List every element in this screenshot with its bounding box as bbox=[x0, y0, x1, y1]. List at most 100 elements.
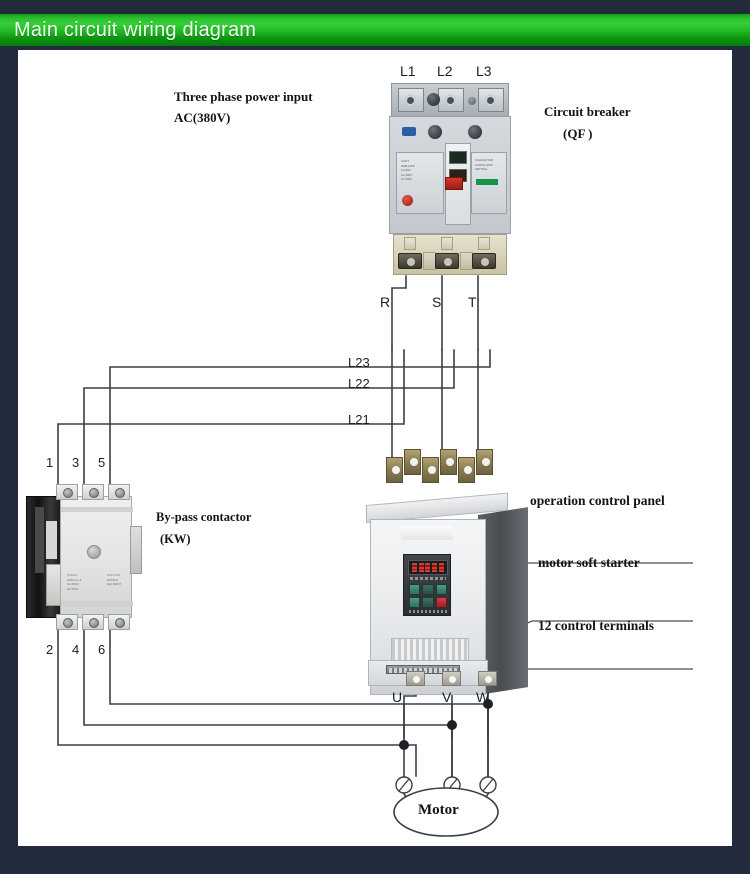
starter-lug-r-a bbox=[386, 457, 403, 483]
label-motor-soft-starter: motor soft starter bbox=[538, 555, 640, 570]
breaker-stud-2 bbox=[468, 97, 476, 105]
display-digit-3 bbox=[425, 563, 431, 572]
contactor-terminal-1 bbox=[56, 484, 78, 500]
bus-label-l21: L21 bbox=[348, 412, 370, 427]
starter-lug-t-a bbox=[458, 457, 475, 483]
contactor-coil-slot bbox=[35, 507, 44, 573]
contactor-screw-6 bbox=[115, 618, 125, 628]
contactor-screw-5 bbox=[115, 488, 125, 498]
starter-led-display bbox=[408, 560, 448, 575]
page-title: Main circuit wiring diagram bbox=[14, 19, 257, 41]
terminal-label-w: W bbox=[476, 689, 490, 705]
breaker-top-housing bbox=[391, 83, 509, 117]
terminal-label-1: 1 bbox=[46, 455, 54, 470]
label-circuit-breaker-line2: (QF ) bbox=[563, 126, 593, 141]
starter-lug-s-a bbox=[422, 457, 439, 483]
label-motor: Motor bbox=[418, 802, 459, 818]
bus-label-l22: L22 bbox=[348, 376, 370, 391]
label-circuit-breaker-line1: Circuit breaker bbox=[544, 104, 631, 119]
label-operation-control-panel: operation control panel bbox=[530, 493, 665, 508]
terminal-label-t: T bbox=[468, 294, 477, 310]
contactor-terminal-2 bbox=[56, 614, 78, 630]
starter-lug-t-b bbox=[476, 449, 493, 475]
bus-label-l23: L23 bbox=[348, 355, 370, 370]
breaker-hinge-1 bbox=[428, 125, 442, 139]
breaker-test-button bbox=[402, 195, 413, 206]
terminal-label-l1: L1 bbox=[400, 63, 416, 79]
operation-control-panel[interactable] bbox=[403, 554, 451, 616]
keypad-key-menu[interactable] bbox=[422, 584, 434, 595]
breaker-clamp-r bbox=[404, 237, 416, 250]
display-digit-5 bbox=[439, 563, 445, 572]
soft-starter-image bbox=[358, 449, 536, 705]
contactor-band-lower bbox=[61, 601, 133, 606]
starter-lug-w bbox=[478, 671, 497, 686]
terminal-label-l3: L3 bbox=[476, 63, 492, 79]
terminal-label-4: 4 bbox=[72, 642, 80, 657]
starter-lug-s-b bbox=[440, 449, 457, 475]
contactor-side-block bbox=[130, 526, 142, 574]
display-digit-1 bbox=[411, 563, 417, 572]
contactor-terminal-6 bbox=[108, 614, 130, 630]
breaker-logo bbox=[402, 127, 416, 136]
contactor-coil-core bbox=[46, 521, 57, 559]
breaker-clamp-s bbox=[441, 237, 453, 250]
starter-lug-u bbox=[406, 671, 425, 686]
terminal-label-2: 2 bbox=[46, 642, 54, 657]
breaker-lug-s bbox=[435, 253, 459, 269]
breaker-terminal-base bbox=[393, 234, 507, 275]
contactor-terminal-3 bbox=[82, 484, 104, 500]
display-digit-4 bbox=[432, 563, 438, 572]
contactor-screw-1 bbox=[63, 488, 73, 498]
header-bar: Main circuit wiring diagram bbox=[0, 14, 750, 46]
contactor-terminal-5 bbox=[108, 484, 130, 500]
contactor-band-upper bbox=[61, 507, 133, 512]
breaker-stud-1 bbox=[427, 93, 440, 106]
label-control-terminals: 12 control terminals bbox=[538, 618, 654, 633]
wiring-lines bbox=[57, 275, 693, 837]
label-bypass-contactor-line1: By-pass contactor bbox=[156, 510, 252, 524]
starter-keypad[interactable] bbox=[409, 584, 447, 608]
keypad-key-stop[interactable] bbox=[435, 597, 447, 608]
motor-symbol bbox=[393, 787, 499, 837]
panel-indicator-row bbox=[410, 577, 446, 580]
keypad-key-shift[interactable] bbox=[422, 597, 434, 608]
starter-lug-v bbox=[442, 671, 461, 686]
label-power-input-line1: Three phase power input bbox=[174, 89, 313, 104]
terminal-label-r: R bbox=[380, 294, 391, 310]
contactor-screw-3 bbox=[89, 488, 99, 498]
breaker-jaw-l2 bbox=[438, 88, 464, 112]
contactor-screw-4 bbox=[89, 618, 99, 628]
keypad-key-enter[interactable] bbox=[435, 584, 447, 595]
breaker-lug-r bbox=[398, 253, 422, 269]
starter-lug-r-b bbox=[404, 449, 421, 475]
keypad-key-up[interactable] bbox=[409, 584, 421, 595]
keypad-key-down[interactable] bbox=[409, 597, 421, 608]
contactor-screw-2 bbox=[63, 618, 73, 628]
breaker-jaw-l1 bbox=[398, 88, 424, 112]
contactor-terminal-4 bbox=[82, 614, 104, 630]
breaker-clamp-t bbox=[478, 237, 490, 250]
terminal-label-u: U bbox=[392, 689, 403, 705]
label-power-input-line2: AC(380V) bbox=[174, 110, 231, 125]
junction-dots bbox=[399, 699, 493, 750]
terminal-label-5: 5 bbox=[98, 455, 106, 470]
starter-brand-emboss bbox=[401, 526, 453, 540]
terminal-label-6: 6 bbox=[98, 642, 106, 657]
terminal-label-l2: L2 bbox=[437, 63, 453, 79]
terminal-label-3: 3 bbox=[72, 455, 80, 470]
breaker-jaw-l3 bbox=[478, 88, 504, 112]
contactor-dial bbox=[87, 545, 101, 559]
terminal-label-v: V bbox=[442, 689, 452, 705]
breaker-lug-t bbox=[472, 253, 496, 269]
breaker-window-upper bbox=[449, 151, 467, 164]
label-bypass-contactor-line2: (KW) bbox=[160, 532, 191, 546]
breaker-red-window bbox=[445, 177, 463, 190]
